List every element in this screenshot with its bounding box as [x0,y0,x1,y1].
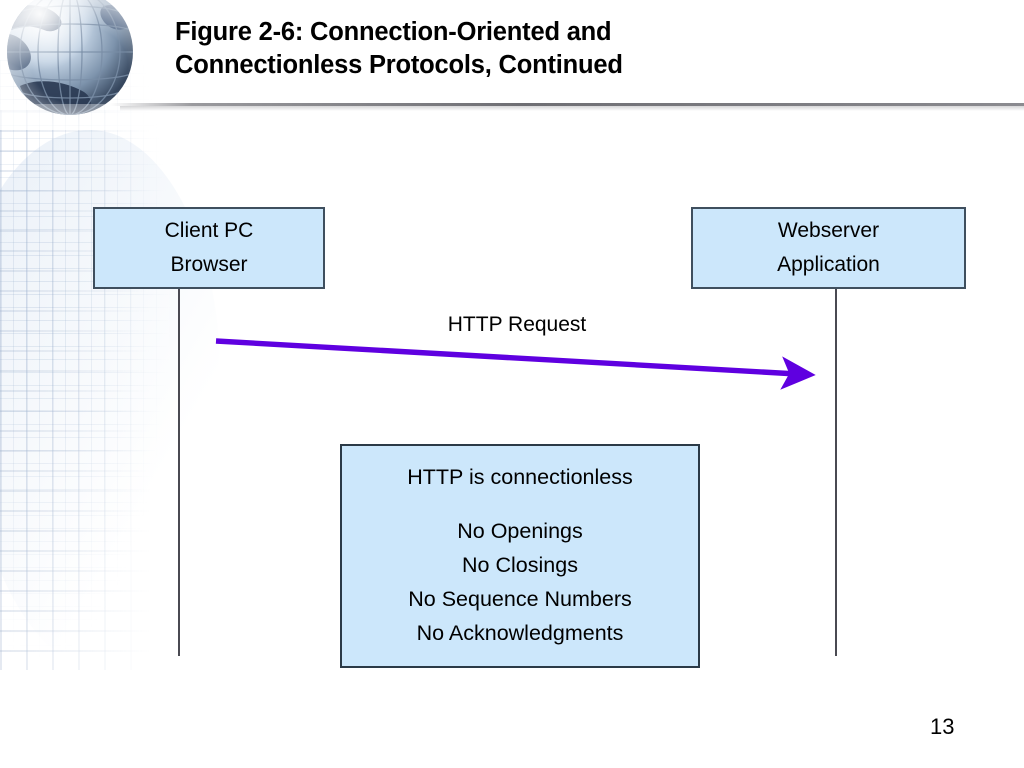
page-title-line-2: Connectionless Protocols, Continued [175,51,623,80]
page-title-line-1: Figure 2-6: Connection-Oriented and [175,18,612,46]
client-lifeline [178,289,180,656]
note-item-sequence: No Sequence Numbers [408,586,632,611]
client-node-label-line-1: Client PC [164,218,254,242]
page-title: Figure 2-6: Connection-Oriented and Conn… [175,16,875,82]
note-item-openings: No Openings [457,519,583,544]
client-node-box[interactable]: Client PC Browser [93,207,325,289]
connectionless-note-box[interactable]: HTTP is connectionless No Openings No Cl… [340,444,700,668]
client-node-label-line-2: Browser [170,253,248,276]
page-number: 13 [930,714,955,739]
server-node-label-line-1: Webserver [777,218,880,242]
http-request-label: HTTP Request [447,313,587,336]
server-node-box[interactable]: Webserver Application [691,207,966,289]
header-divider [110,103,1024,106]
background-grid-watermark [0,60,230,700]
server-node-label-line-2: Application [777,253,880,276]
note-heading: HTTP is connectionless [407,465,633,490]
note-item-closings: No Closings [462,553,578,578]
header-divider-shadow [120,106,1024,111]
note-item-acks: No Acknowledgments [416,620,624,645]
background-grid-watermark-secondary [0,110,200,670]
server-lifeline [835,289,837,656]
